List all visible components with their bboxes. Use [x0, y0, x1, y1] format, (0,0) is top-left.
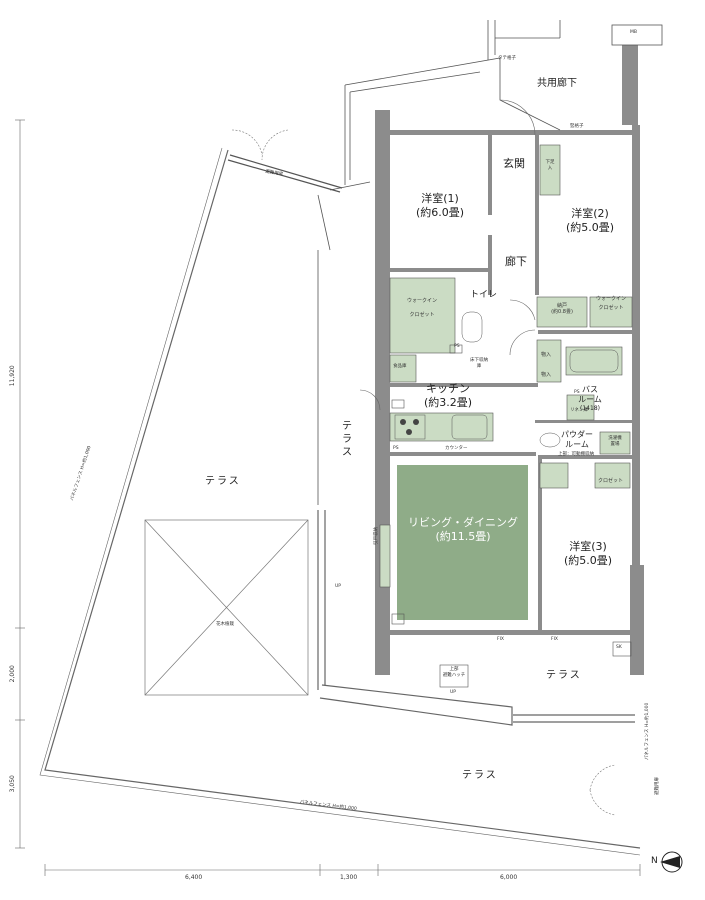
- room-living-size: (約11.5畳): [435, 529, 491, 543]
- shoebox-a: 下足: [545, 160, 555, 165]
- small-boxes: [391, 344, 632, 688]
- powder-name: パウダー: [561, 430, 593, 439]
- planting-area: [144, 519, 309, 696]
- fix-label-2: FIX: [551, 637, 558, 642]
- room-kitchen-size: (約3.2畳): [423, 395, 473, 409]
- nando-a: 納戸: [556, 303, 568, 309]
- dimension-lines: [15, 119, 641, 876]
- sk-label: SK: [616, 645, 622, 650]
- counter-label: カウンター: [445, 446, 468, 451]
- dim-h1: 6,400: [185, 874, 203, 881]
- pipe-label: タテ格子: [498, 56, 516, 61]
- evac-hatch-a: 上部: [449, 667, 459, 672]
- up-label-2: UP: [450, 690, 457, 695]
- laundry-b: 置場: [610, 441, 620, 447]
- ps-label-1: PS: [454, 344, 460, 349]
- evac-hatch-b: 避難ハッチ: [442, 672, 466, 678]
- floor-storage: 床下収納 庫: [470, 358, 488, 369]
- walkin-closet-1-a: ウォークイン: [406, 298, 438, 304]
- room-kitchen: キッチン (約3.2畳): [424, 382, 472, 410]
- room-western-1-name: 洋室(1): [421, 192, 459, 205]
- dim-v2: 2,000: [8, 665, 16, 683]
- bath-name: バス: [581, 385, 598, 394]
- gate-label-2: 避難用扉: [655, 777, 660, 795]
- bath-name2: ルーム: [578, 395, 602, 404]
- powder-label: パウダー ルーム: [561, 430, 593, 450]
- slide-storage-label: 引戸収納: [374, 527, 379, 545]
- up-label-1: UP: [335, 584, 342, 589]
- compass-icon: [660, 851, 683, 873]
- storage-areas: [379, 144, 633, 588]
- bath-label: バス ルーム (1418): [578, 385, 602, 413]
- fence-label-3: パネルフェンス H=約1,000: [645, 703, 651, 760]
- laundry: 洗濯機 置場: [608, 436, 622, 447]
- room-living-dining: リビング・ダイニング (約11.5畳): [408, 516, 518, 544]
- toilet-label: トイレ: [470, 290, 498, 300]
- room-western-2-size: (約5.0畳): [565, 220, 615, 234]
- terrace-gate: [231, 129, 616, 816]
- shoebox-b: 入: [547, 165, 553, 171]
- fix-label-1: FIX: [497, 637, 504, 642]
- nando: 納戸 (約0.8畳): [551, 303, 573, 316]
- nando-b: (約0.8畳): [551, 309, 573, 316]
- room-western-3-name: 洋室(3): [569, 540, 607, 553]
- entrance-label: 玄関: [503, 157, 525, 170]
- laundry-a: 洗濯機: [608, 436, 622, 441]
- floor-storage-a: 床下収納: [470, 358, 488, 363]
- fence-label-3-a: パネルフェンス: [645, 728, 650, 760]
- storage-2: 物入: [541, 372, 552, 378]
- terrace-middle: テラス: [342, 421, 354, 458]
- upper-shelf-label: 上部：可動棚収納: [558, 452, 594, 457]
- hallway-label: 廊下: [505, 255, 527, 268]
- stove-burners: [400, 419, 419, 435]
- walkin-closet-2-a: ウォークイン: [595, 296, 627, 302]
- shoebox: 下足 入: [546, 160, 555, 171]
- fixture-lines: [394, 311, 619, 448]
- terrace-south-inner: テラス: [546, 670, 582, 681]
- fence-label-3-b: H=約1,000: [645, 702, 650, 728]
- ps-label-3: PS: [393, 446, 399, 451]
- compass-label: N: [651, 856, 658, 866]
- dim-v1: 11,920: [8, 365, 16, 387]
- dim-h2: 1,300: [340, 874, 358, 881]
- bath-size: (1418): [580, 405, 600, 412]
- plants-label: 花木植栽: [216, 622, 234, 627]
- door-swings: [359, 99, 536, 411]
- evac-hatch: 上部 避難ハッチ: [443, 667, 466, 678]
- room-western-3: 洋室(3) (約5.0畳): [564, 540, 612, 568]
- terrace-west: テラス: [205, 476, 241, 487]
- room-western-2: 洋室(2) (約5.0畳): [566, 207, 614, 235]
- room-western-1-size: (約6.0畳): [415, 205, 465, 219]
- room-western-1: 洋室(1) (約6.0畳): [416, 192, 464, 220]
- closet-3: クロゼット: [598, 478, 624, 484]
- room-living-name: リビング・ダイニング: [408, 516, 518, 529]
- food-storage: 食品庫: [393, 364, 407, 369]
- dim-h3: 6,000: [500, 874, 518, 881]
- room-kitchen-name: キッチン: [425, 382, 470, 395]
- living-dining-floor: [397, 465, 528, 620]
- walkin-closet-2: ウォークイン クロゼット: [596, 296, 626, 312]
- walkin-closet-1-b: クロゼット: [409, 312, 435, 319]
- mb-label: MB: [630, 30, 637, 35]
- storage-1: 物入: [541, 352, 552, 358]
- terrace-south-outer: テラス: [462, 770, 498, 781]
- room-western-3-size: (約5.0畳): [563, 553, 613, 567]
- corridor-lines: [317, 20, 663, 505]
- pipe-label-2: 竪格子: [570, 124, 584, 129]
- walkin-closet-1: ウォークイン クロゼット: [407, 298, 437, 319]
- ps-label-2: PS: [574, 390, 580, 395]
- linen-storage: リネン庫: [570, 408, 588, 413]
- walkin-closet-2-b: クロゼット: [598, 305, 624, 312]
- dim-v3: 3,050: [8, 775, 16, 793]
- corridor-label: 共用廊下: [537, 78, 577, 89]
- room-western-2-name: 洋室(2): [571, 207, 609, 220]
- powder-name2: ルーム: [565, 440, 589, 449]
- terrace-fences: [39, 147, 641, 856]
- gate-frame: [227, 154, 343, 193]
- floor-storage-b: 庫: [476, 363, 482, 369]
